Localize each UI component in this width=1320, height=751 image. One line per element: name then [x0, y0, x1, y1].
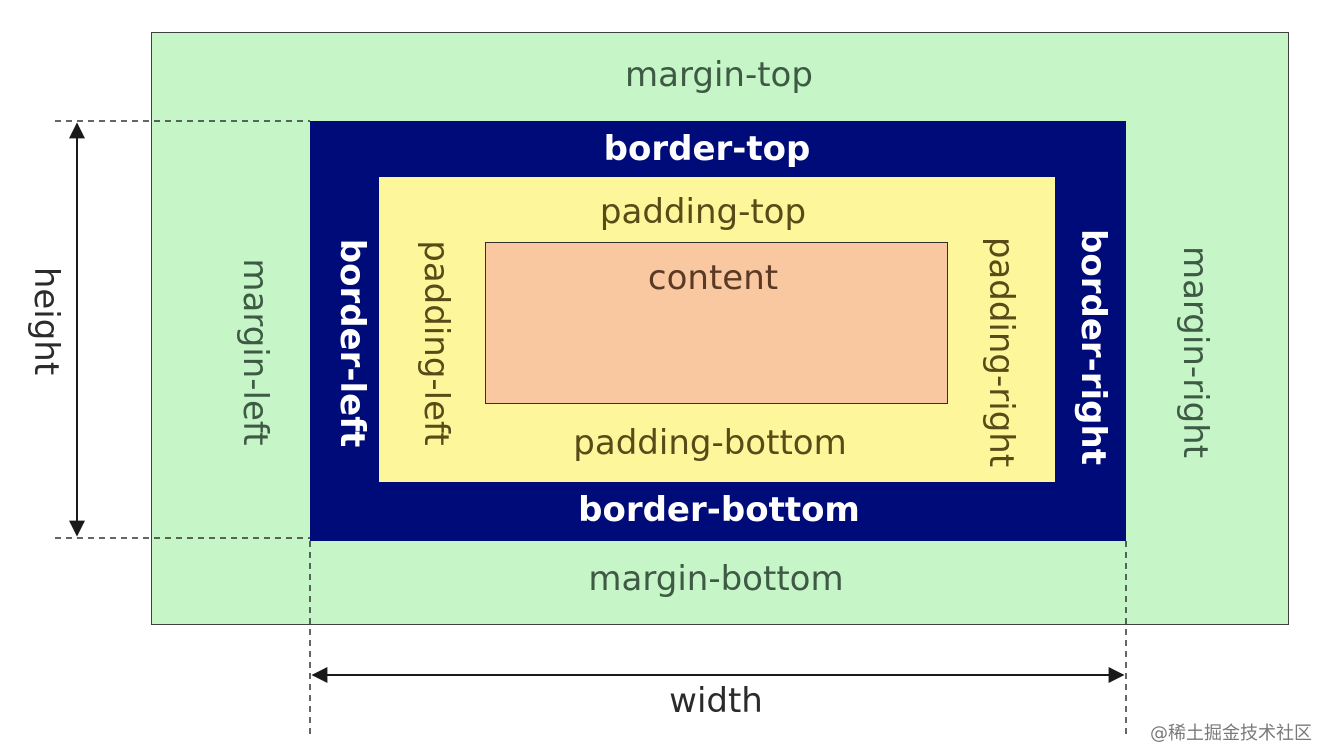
- content-label: content: [647, 258, 779, 298]
- border-left-label: border-left: [332, 238, 372, 448]
- content-area: [485, 242, 948, 404]
- padding-bottom-label: padding-bottom: [573, 423, 847, 463]
- watermark: @稀土掘金技术社区: [1150, 723, 1312, 744]
- border-bottom-label: border-bottom: [578, 490, 860, 530]
- height-label: height: [26, 266, 66, 376]
- margin-right-label: margin-right: [1175, 245, 1215, 459]
- margin-top-label: margin-top: [625, 55, 813, 95]
- width-label: width: [669, 681, 763, 721]
- border-right-label: border-right: [1073, 229, 1113, 465]
- border-top-label: border-top: [603, 129, 811, 169]
- padding-top-label: padding-top: [599, 192, 807, 232]
- padding-right-label: padding-right: [981, 236, 1021, 468]
- margin-bottom-label: margin-bottom: [588, 559, 844, 599]
- margin-left-label: margin-left: [235, 258, 275, 446]
- padding-left-label: padding-left: [416, 240, 456, 446]
